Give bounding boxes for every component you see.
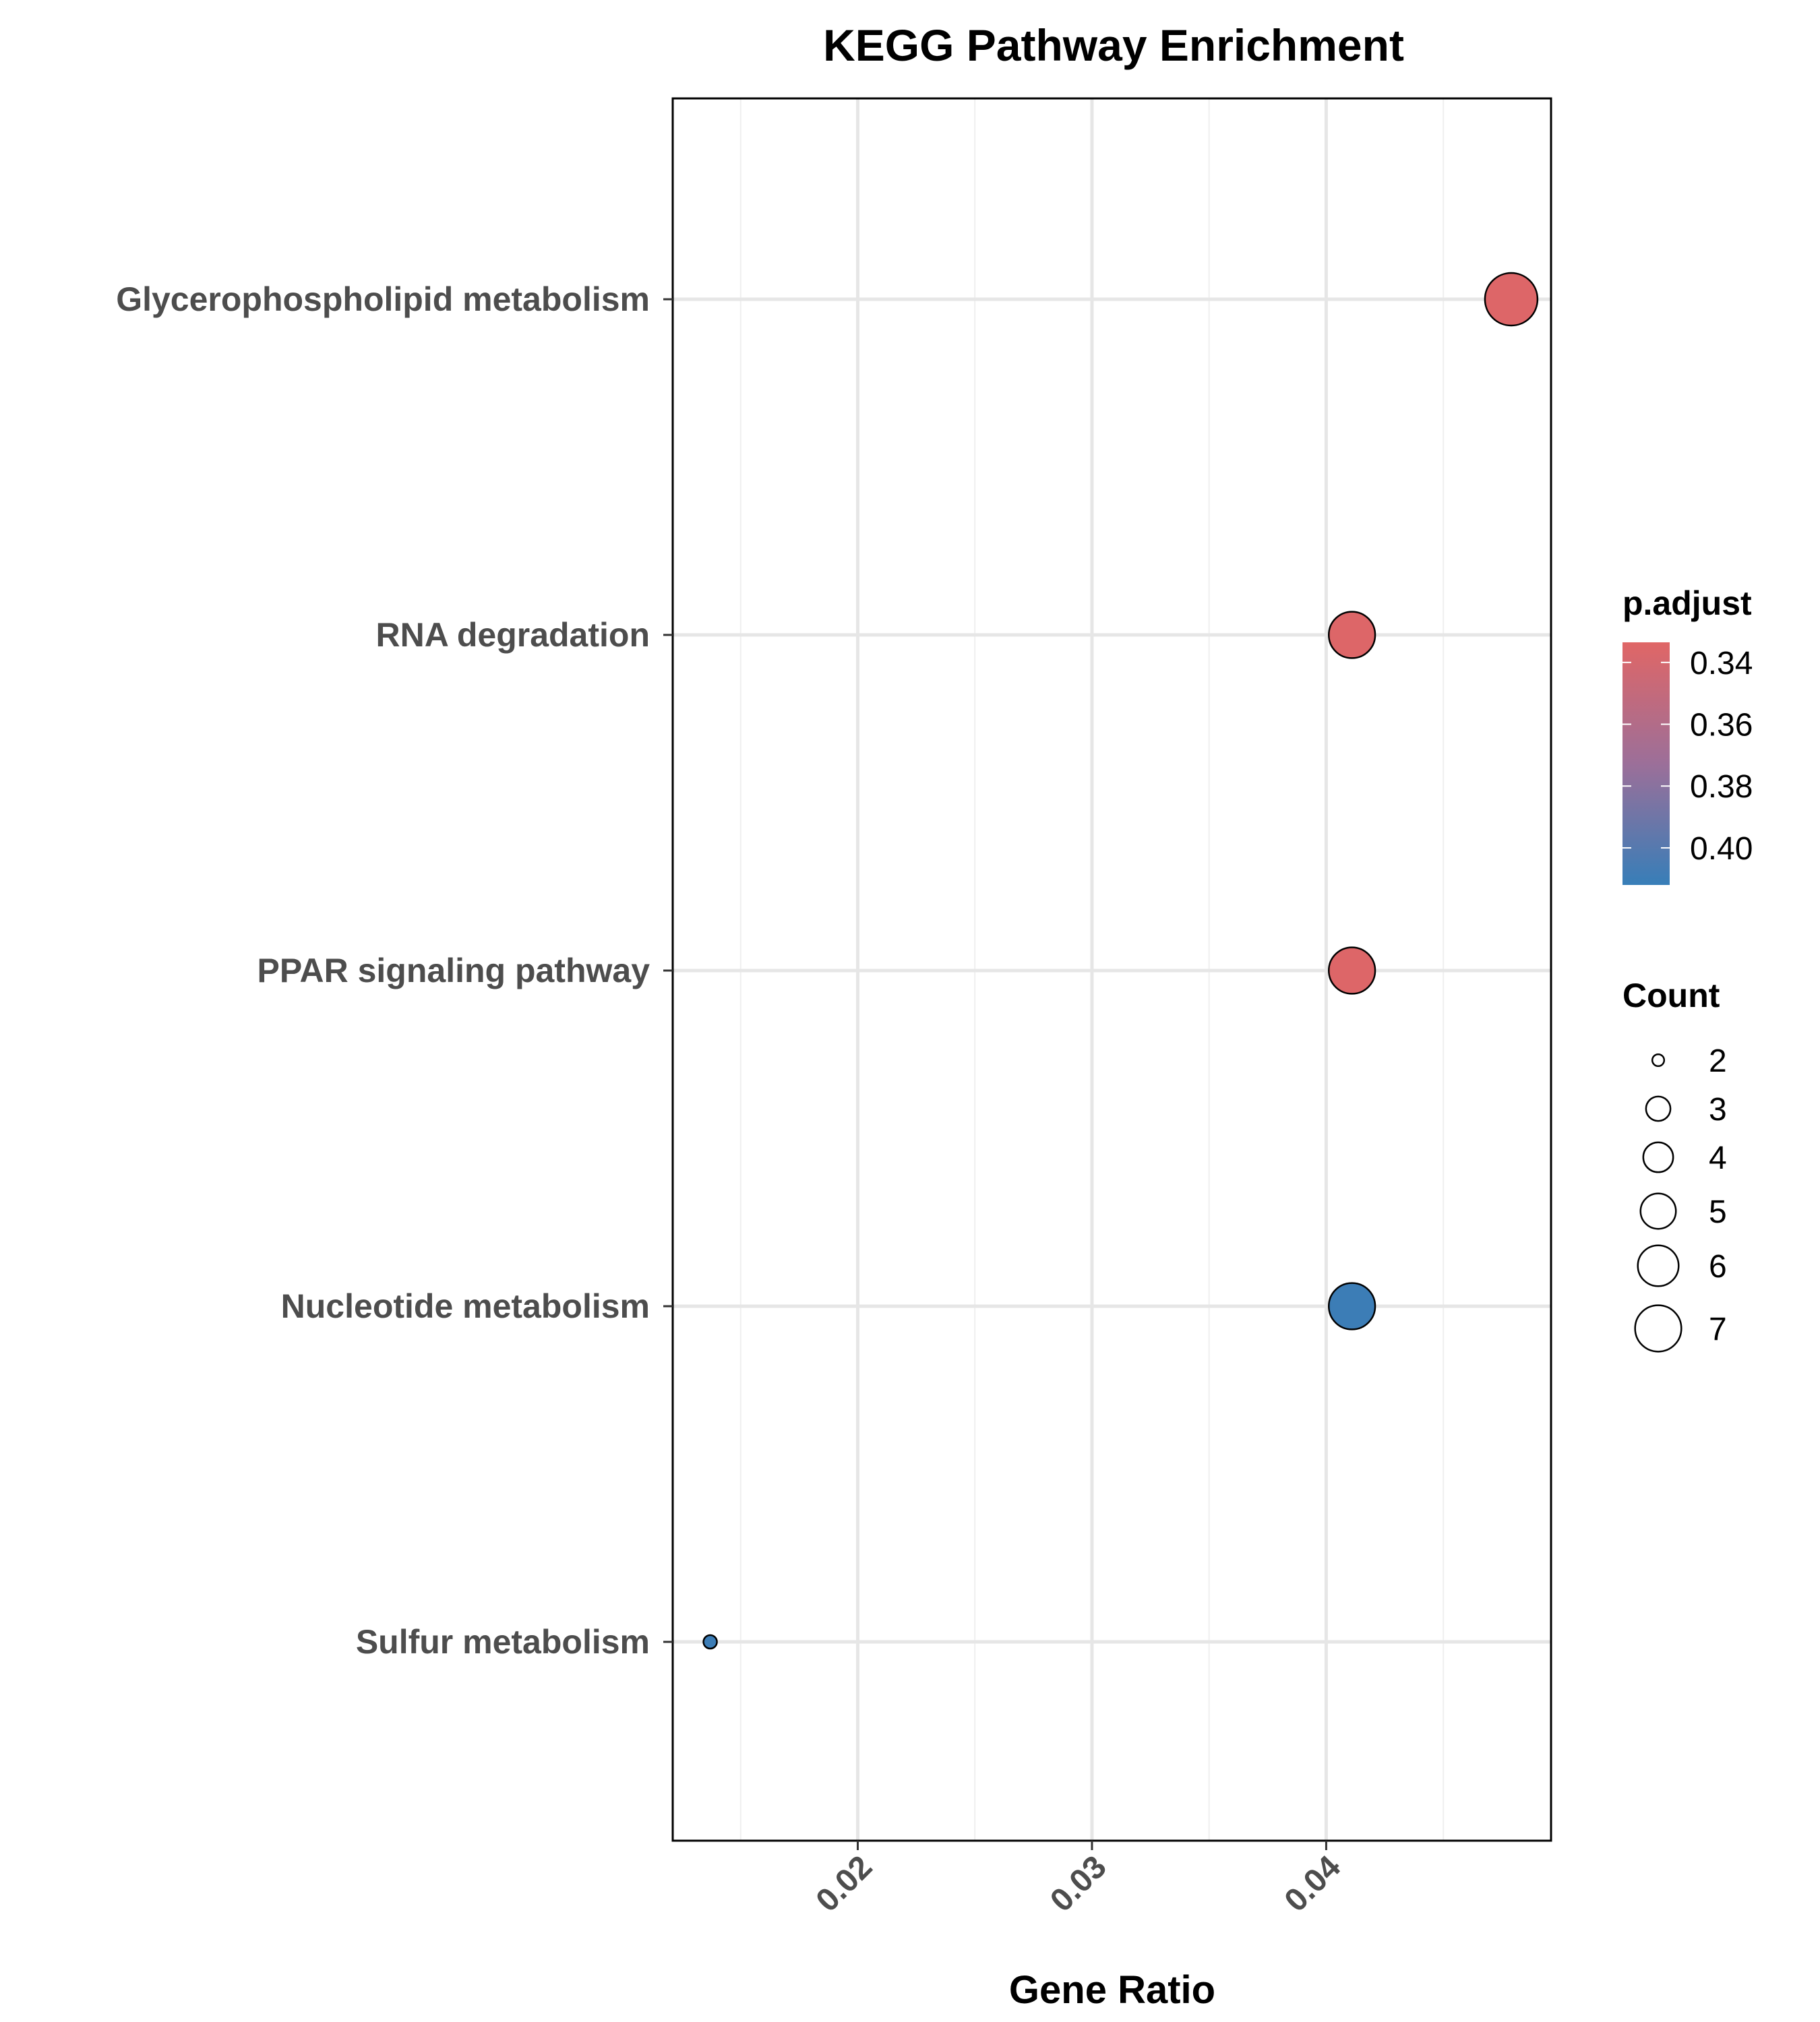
data-point <box>1484 272 1539 327</box>
y-tick-label: PPAR signaling pathway <box>257 952 650 989</box>
y-tick-label: Nucleotide metabolism <box>281 1287 650 1325</box>
color-legend-ticks: 0.34 0.36 0.38 0.40 <box>1622 646 1753 867</box>
size-legend: Count 2 3 4 5 6 7 <box>1622 977 1727 1353</box>
color-legend-label: 0.38 <box>1690 769 1753 805</box>
size-legend-label: 7 <box>1709 1312 1727 1347</box>
y-tick-label: Glycerophospholipid metabolism <box>116 280 650 318</box>
x-tick-label: 0.03 <box>1043 1849 1114 1919</box>
data-points <box>702 272 1539 1650</box>
size-legend-circle <box>1634 1304 1682 1353</box>
color-legend-bar <box>1622 642 1670 885</box>
size-legend-label: 2 <box>1709 1043 1727 1079</box>
data-point <box>1328 611 1376 659</box>
color-legend: p.adjust 0.34 0.36 0.38 0.40 <box>1622 584 1753 885</box>
y-tick-label: RNA degradation <box>376 616 650 654</box>
x-axis-ticks: 0.02 0.03 0.04 <box>810 1841 1348 1919</box>
x-tick-label: 0.04 <box>1278 1849 1348 1919</box>
size-legend-label: 3 <box>1709 1092 1727 1128</box>
x-axis-title: Gene Ratio <box>1009 1968 1215 2012</box>
size-legend-circle <box>1642 1141 1674 1173</box>
size-legend-items: 2 3 4 5 6 7 <box>1634 1043 1727 1353</box>
size-legend-circle <box>1645 1095 1672 1122</box>
size-legend-circle <box>1651 1053 1666 1068</box>
color-legend-title: p.adjust <box>1622 584 1752 622</box>
size-legend-label: 5 <box>1709 1194 1727 1230</box>
size-legend-circle <box>1639 1192 1677 1230</box>
y-tick-label: Sulfur metabolism <box>356 1623 650 1661</box>
data-point <box>702 1634 718 1650</box>
size-legend-label: 4 <box>1709 1140 1727 1176</box>
data-point <box>1328 946 1376 995</box>
x-tick-label: 0.02 <box>810 1849 880 1919</box>
data-point <box>1328 1282 1376 1330</box>
color-legend-label: 0.40 <box>1690 831 1753 867</box>
color-legend-label: 0.34 <box>1690 646 1753 681</box>
color-legend-label: 0.36 <box>1690 708 1753 743</box>
chart-title: KEGG Pathway Enrichment <box>823 20 1404 70</box>
grid-lines <box>673 98 1551 1841</box>
size-legend-label: 6 <box>1709 1249 1727 1285</box>
size-legend-title: Count <box>1622 977 1720 1014</box>
size-legend-circle <box>1637 1244 1680 1287</box>
